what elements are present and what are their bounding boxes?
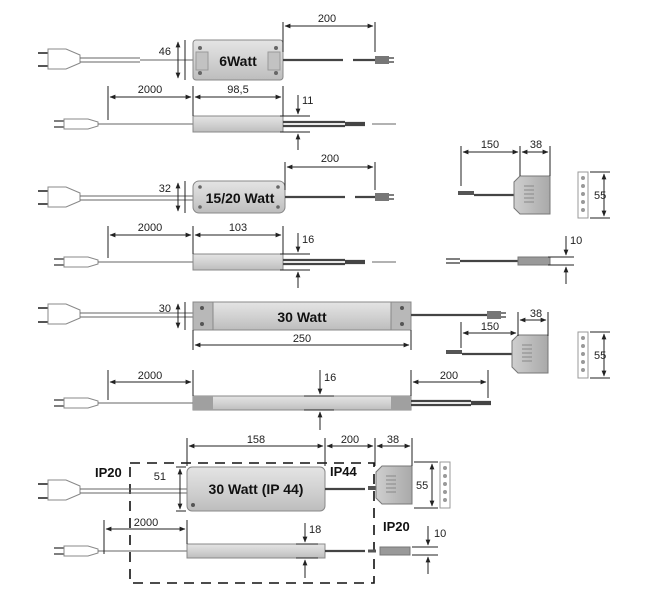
dim-length: 158 bbox=[247, 434, 265, 446]
distributor-2-top: 150 38 55 bbox=[446, 308, 610, 379]
dim-box-height: 55 bbox=[416, 480, 428, 492]
dim-lead: 2000 bbox=[138, 222, 162, 234]
dim-length: 98,5 bbox=[227, 84, 248, 96]
dim-box: 38 bbox=[530, 139, 542, 151]
ip20-left-label: IP20 bbox=[95, 465, 122, 480]
dim-cable: 200 bbox=[318, 13, 336, 25]
connector-icon bbox=[375, 56, 389, 64]
dim-thickness: 18 bbox=[309, 524, 321, 536]
connector-icon bbox=[375, 193, 389, 201]
dim-thickness: 16 bbox=[324, 372, 336, 384]
dim-lead: 2000 bbox=[138, 84, 162, 96]
dim-cable: 200 bbox=[321, 153, 339, 165]
connector-icon bbox=[487, 311, 501, 319]
dim-lead: 2000 bbox=[138, 370, 162, 382]
distributor-1-side: 10 bbox=[446, 235, 582, 284]
unit-15-20w-top: 15/20 Watt 32 200 bbox=[38, 153, 394, 214]
unit-15-20w-side: 2000 103 16 bbox=[54, 222, 396, 288]
unit-label-15-20w: 15/20 Watt bbox=[206, 190, 275, 206]
dim-length: 103 bbox=[229, 222, 247, 234]
plug-icon bbox=[38, 48, 140, 70]
ip20-bottom-label: IP20 bbox=[383, 519, 410, 534]
dim-box: 38 bbox=[530, 308, 542, 320]
dim-height: 30 bbox=[159, 303, 171, 315]
unit-6w-side: 2000 98,5 11 bbox=[54, 84, 396, 150]
distributor-1-top: 150 38 55 bbox=[458, 139, 610, 219]
dim-box: 38 bbox=[387, 434, 399, 446]
dim-cable: 150 bbox=[481, 321, 499, 333]
unit-label-30w-ip44: 30 Watt (IP 44) bbox=[209, 481, 304, 497]
dim-lead: 2000 bbox=[134, 517, 158, 529]
unit-30w-ip44-side: 2000 18 10 bbox=[54, 517, 446, 578]
unit-6w-top: 6Watt 46 200 bbox=[38, 13, 394, 81]
dim-length: 250 bbox=[293, 333, 311, 345]
dim-height: 32 bbox=[159, 183, 171, 195]
dim-thickness: 11 bbox=[302, 95, 313, 107]
unit-30w-top: 30 Watt 30 250 bbox=[38, 301, 506, 350]
unit-30w-side: 2000 200 16 bbox=[54, 370, 491, 430]
ip44-zone-outline bbox=[129, 462, 375, 584]
dim-cable: 150 bbox=[481, 139, 499, 151]
unit-label-6w: 6Watt bbox=[219, 53, 257, 69]
unit-30w-ip44-top: 30 Watt (IP 44) IP20 IP44 IP20 158 200 3… bbox=[38, 434, 451, 584]
dim-height: 46 bbox=[159, 46, 171, 58]
dim-cable: 200 bbox=[440, 370, 458, 382]
ip44-label: IP44 bbox=[330, 464, 358, 479]
dim-height: 55 bbox=[594, 190, 606, 202]
dim-thickness: 16 bbox=[302, 234, 314, 246]
dim-box-thickness: 10 bbox=[434, 528, 446, 540]
unit-label-30w: 30 Watt bbox=[277, 309, 327, 325]
dim-height: 51 bbox=[154, 471, 166, 483]
dim-height: 55 bbox=[594, 350, 606, 362]
dim-thickness: 10 bbox=[570, 235, 582, 247]
dim-cable: 200 bbox=[341, 434, 359, 446]
